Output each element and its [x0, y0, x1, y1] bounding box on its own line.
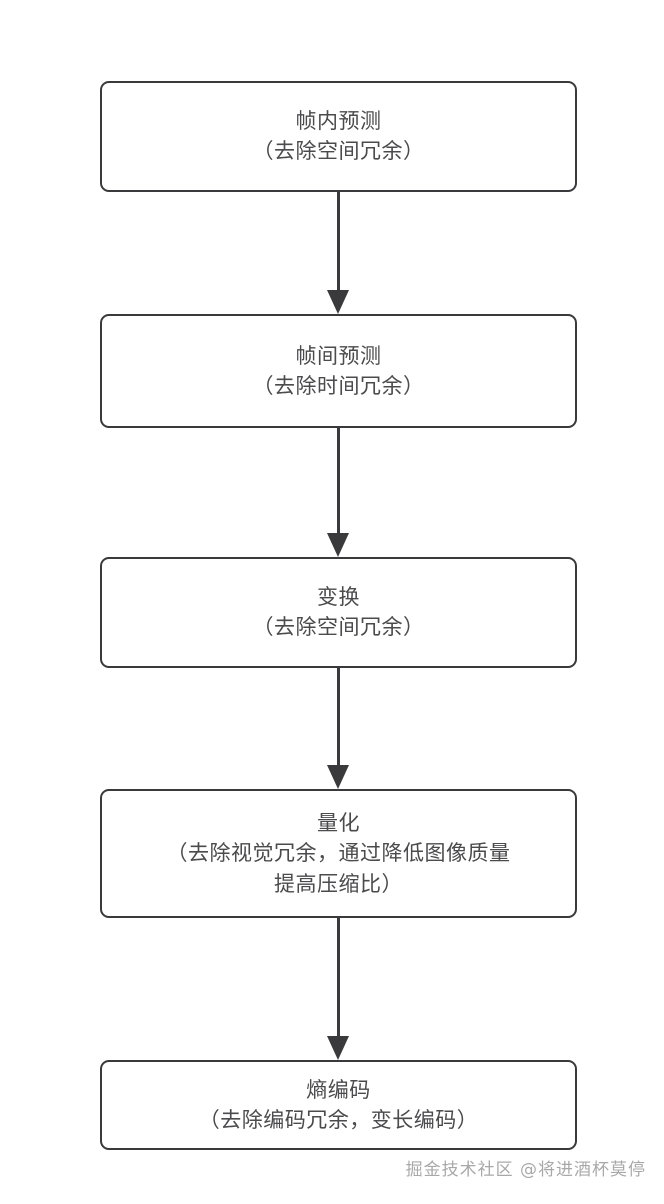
flow-node-subtitle: （去除空间冗余）: [252, 615, 425, 639]
watermark-text: 掘金技术社区 @将进酒杯莫停: [405, 1160, 646, 1180]
flow-node-subtitle: （去除视觉冗余，通过降低图像质量: [166, 840, 511, 865]
arrow-down-icon: [327, 290, 349, 314]
flow-node-title: 帧间预测: [295, 343, 382, 368]
flow-node-title: 量化: [317, 810, 360, 835]
flow-node-subtitle: （去除空间冗余）: [252, 139, 425, 163]
flow-node-intra-prediction[interactable]: 帧内预测 （去除空间冗余）: [100, 81, 577, 192]
flow-node-title: 帧内预测: [295, 109, 382, 133]
connector-arrow-2: [0, 428, 664, 557]
flow-node-quantization[interactable]: 量化 （去除视觉冗余，通过降低图像质量 提高压缩比）: [100, 789, 577, 918]
connector-stem: [337, 918, 340, 1036]
flow-node-title: 变换: [317, 585, 360, 609]
connector-stem: [337, 192, 340, 290]
connector-stem: [337, 428, 340, 533]
flow-node-subtitle-line2: 提高压缩比）: [274, 871, 403, 896]
arrow-down-icon: [327, 533, 349, 557]
flow-node-subtitle: （去除时间冗余）: [252, 373, 425, 398]
arrow-down-icon: [327, 1036, 349, 1060]
connector-arrow-4: [0, 918, 664, 1060]
flow-node-transform[interactable]: 变换 （去除空间冗余）: [100, 557, 577, 668]
connector-arrow-1: [0, 192, 664, 314]
flow-node-subtitle: （去除编码冗余，变长编码）: [198, 1107, 479, 1132]
connector-arrow-3: [0, 668, 664, 789]
flow-node-entropy-coding[interactable]: 熵编码 （去除编码冗余，变长编码）: [100, 1060, 577, 1150]
flow-node-inter-prediction[interactable]: 帧间预测 （去除时间冗余）: [100, 314, 577, 428]
arrow-down-icon: [327, 765, 349, 789]
flow-node-title: 熵编码: [306, 1077, 371, 1102]
connector-stem: [337, 668, 340, 765]
